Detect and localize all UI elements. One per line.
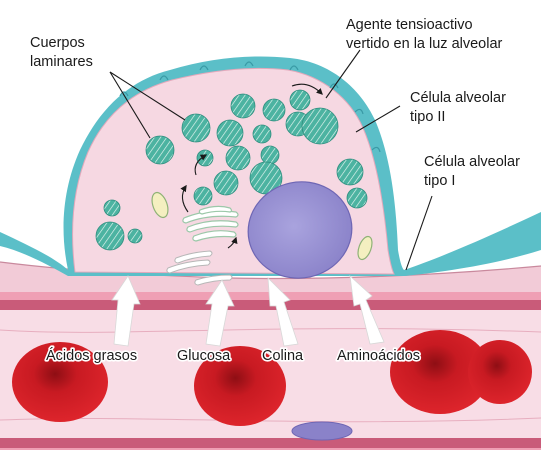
label-colina: Colina xyxy=(262,348,304,364)
nucleus xyxy=(247,181,353,279)
lamellar-body xyxy=(196,149,214,167)
red-blood-cell xyxy=(390,330,490,414)
label-acidos-grasos: Ácidos grasos xyxy=(46,347,137,364)
label-glucosa: Glucosa xyxy=(177,348,231,364)
arrow-acidos xyxy=(111,275,141,347)
lamellar-body xyxy=(301,107,339,145)
mitochondrion xyxy=(357,235,373,261)
lamellar-body xyxy=(230,93,256,119)
label-cuerpos-2: laminares xyxy=(30,54,93,70)
label-tipo-ii-2: tipo II xyxy=(410,109,445,125)
lamellar-body xyxy=(103,199,121,217)
lamellar-body xyxy=(252,124,272,144)
labels: Cuerpos laminares Agente tensioactivo ve… xyxy=(30,17,520,366)
lamellar-body xyxy=(262,98,286,122)
label-agente-2: vertido en la luz alveolar xyxy=(346,36,503,52)
secretion-arrows xyxy=(180,83,323,249)
arrow-aminoacidos xyxy=(349,274,385,345)
endoplasmic-reticulum xyxy=(166,250,233,286)
mitochondrion xyxy=(151,191,169,219)
endothelial-nucleus xyxy=(291,421,353,441)
lamellar-body xyxy=(346,187,368,209)
label-cuerpos-1: Cuerpos xyxy=(30,35,85,51)
lamellar-body xyxy=(216,119,244,147)
mitochondria xyxy=(151,191,373,261)
lamellar-body xyxy=(95,221,125,251)
nutrient-arrows xyxy=(111,274,385,347)
golgi-apparatus xyxy=(182,205,239,242)
lamellar-body xyxy=(181,113,211,143)
pointer-lines xyxy=(109,49,433,271)
lamellar-body xyxy=(193,186,213,206)
lamellar-body xyxy=(225,145,251,171)
arrow-colina xyxy=(267,276,299,347)
arrow-glucosa xyxy=(205,279,235,347)
lamellar-body xyxy=(289,89,311,111)
label-tipo-i-2: tipo I xyxy=(424,173,455,189)
label-tipo-ii-1: Célula alveolar xyxy=(410,90,506,106)
lamellar-bodies xyxy=(95,89,368,251)
red-blood-cells xyxy=(12,330,532,426)
red-blood-cell xyxy=(12,342,108,422)
lamellar-body xyxy=(260,145,280,165)
lamellar-body xyxy=(336,158,364,186)
red-blood-cell xyxy=(468,340,532,404)
red-blood-cell xyxy=(194,346,286,426)
label-agente-1: Agente tensioactivo xyxy=(346,17,473,33)
lamellar-body xyxy=(127,228,143,244)
label-aminoacidos: Aminoácidos xyxy=(337,348,420,364)
lamellar-body xyxy=(145,135,175,165)
label-tipo-i-1: Célula alveolar xyxy=(424,154,520,170)
lamellar-body xyxy=(213,170,239,196)
